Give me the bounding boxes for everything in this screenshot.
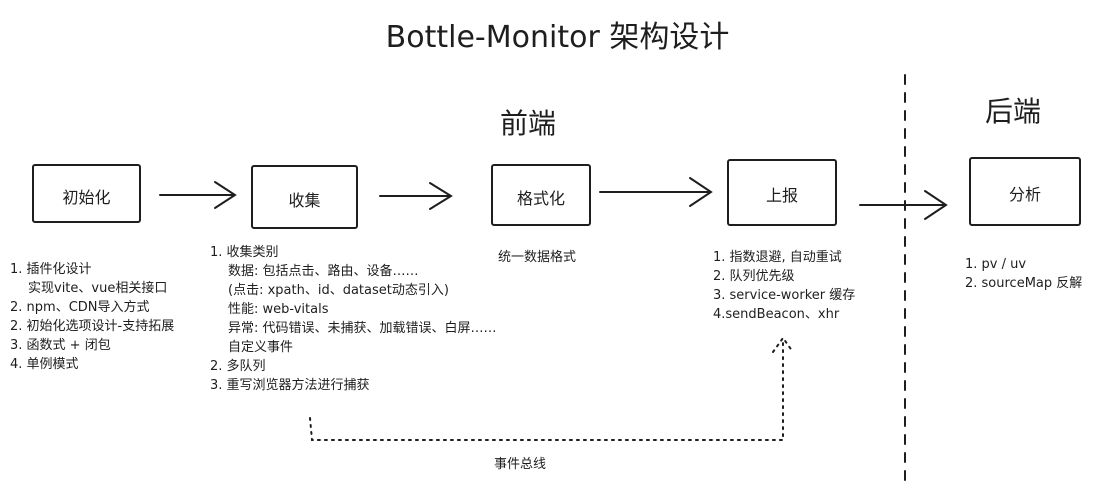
- note: 1. 收集类别: [210, 245, 279, 260]
- note: 性能: web-vitals: [228, 302, 329, 317]
- note: 3. 重写浏览器方法进行捕获: [210, 378, 370, 393]
- note: (点击: xpath、id、dataset动态引入): [228, 283, 449, 298]
- backend-heading: 后端: [985, 95, 1042, 128]
- format-notes: 统一数据格式: [498, 250, 577, 265]
- note: 2. 队列优先级: [713, 269, 795, 284]
- note: 3. service-worker 缓存: [713, 288, 856, 303]
- format-box: [491, 164, 591, 226]
- report-box: [727, 159, 837, 226]
- note: 4. 单例模式: [10, 357, 79, 372]
- note: 2. sourceMap 反解: [965, 276, 1083, 291]
- note: 2. 初始化选项设计-支持拓展: [10, 319, 175, 334]
- arrow-report-analyze: [859, 190, 948, 220]
- note: 异常: 代码错误、未捕获、加载错误、白屏……: [228, 321, 497, 336]
- event-bus-label: 事件总线: [494, 457, 547, 472]
- note: 1. 插件化设计: [10, 262, 92, 277]
- note: 数据: 包括点击、路由、设备……: [228, 264, 419, 279]
- frontend-heading: 前端: [500, 107, 557, 140]
- report-label: 上报: [765, 186, 798, 205]
- note: 自定义事件: [228, 340, 294, 355]
- note: 实现vite、vue相关接口: [28, 281, 168, 296]
- init-notes: 1. 插件化设计 实现vite、vue相关接口 2. npm、CDN导入方式 2…: [10, 260, 174, 374]
- report-notes: 1. 指数退避, 自动重试 2. 队列优先级 3. service-worker…: [713, 248, 855, 324]
- note: 1. 指数退避, 自动重试: [713, 250, 842, 265]
- init-label: 初始化: [62, 188, 111, 207]
- arrow-format-report: [599, 177, 713, 207]
- analyze-label: 分析: [1008, 185, 1041, 204]
- collect-notes: 1. 收集类别 数据: 包括点击、路由、设备…… (点击: xpath、id、d…: [210, 243, 497, 395]
- arrow-collect-format: [379, 182, 453, 210]
- note: 4.sendBeacon、xhr: [713, 307, 840, 322]
- format-label: 格式化: [516, 189, 565, 208]
- note: 3. 函数式 + 闭包: [10, 338, 111, 353]
- note: 1. pv / uv: [965, 257, 1027, 272]
- analyze-box: [969, 157, 1081, 226]
- event-bus-arrow: [309, 336, 794, 441]
- note: 2. 多队列: [210, 359, 266, 374]
- note: 2. npm、CDN导入方式: [10, 300, 150, 315]
- collect-label: 收集: [288, 191, 321, 210]
- collect-box: [251, 165, 358, 229]
- page-title: Bottle-Monitor 架构设计: [385, 20, 730, 55]
- init-box: [32, 164, 141, 223]
- analyze-notes: 1. pv / uv 2. sourceMap 反解: [965, 255, 1082, 293]
- arrow-init-collect: [159, 181, 237, 209]
